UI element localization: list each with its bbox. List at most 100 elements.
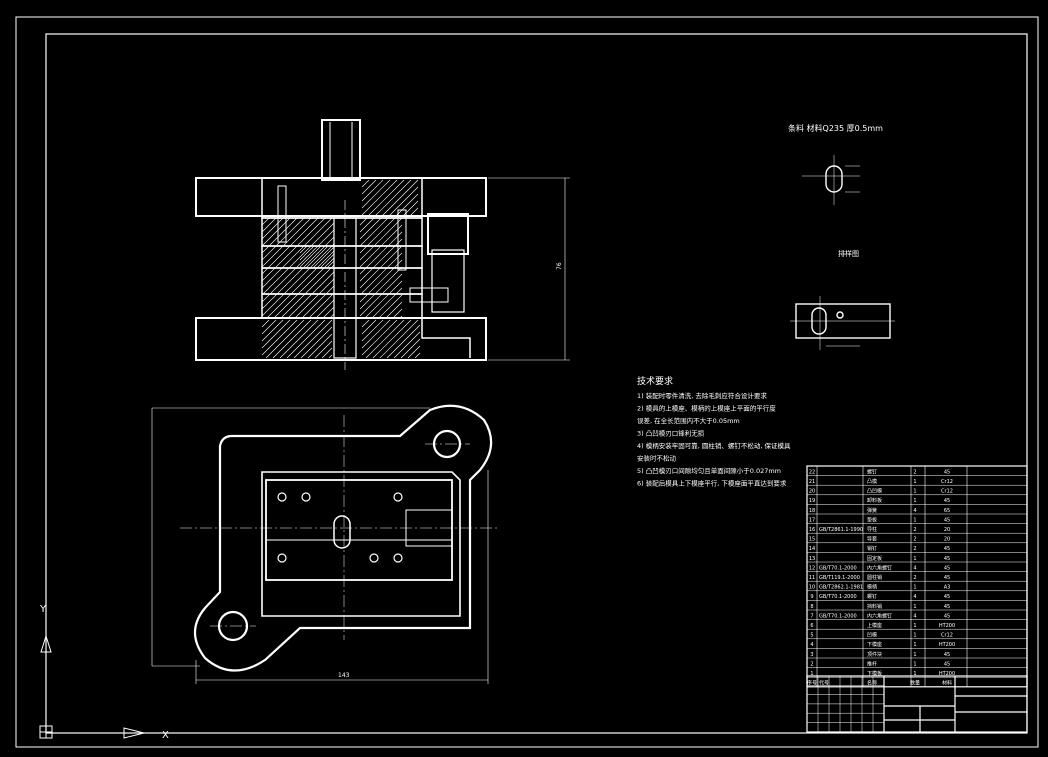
bom-cell-qty: 数量 — [910, 680, 920, 687]
bom-cell-name: 圆柱销 — [867, 574, 882, 581]
section-hatching — [261, 179, 421, 359]
hatch-line — [261, 217, 284, 240]
bom-cell-mat: HT200 — [939, 642, 955, 648]
hatch-line — [329, 313, 335, 319]
top-view-dimensions — [151, 407, 489, 684]
bom-cell-name: 内六角螺钉 — [867, 564, 892, 571]
bom-cell-mat: 45 — [944, 565, 950, 571]
hatch-line — [361, 319, 370, 328]
hatch-line — [261, 229, 335, 303]
hatch-line — [321, 347, 333, 359]
tech-requirement-line: 4) 模柄安装牢固可靠, 圆柱销、螺钉不松动, 保证模具 — [637, 441, 791, 450]
front-view-dimensions — [488, 177, 570, 361]
hatch-line — [299, 245, 308, 254]
bom-cell-qty: 1 — [913, 489, 916, 495]
bom-cell-mat: HT200 — [939, 671, 955, 677]
bom-cell-mat: 45 — [944, 594, 950, 600]
bom-cell-no: 5 — [810, 633, 813, 639]
tech-requirement-line: 1) 装配时零件清洗, 去除毛刺应符合设计要求 — [637, 391, 767, 400]
hatch-line — [261, 217, 298, 254]
bom-cell-name: 模柄 — [867, 584, 877, 591]
hatch-line — [286, 319, 326, 359]
bom-cell-name: 凹模 — [867, 632, 877, 639]
bom-cell-no: 3 — [810, 652, 813, 658]
hatch-line — [261, 217, 305, 261]
hatch-line — [371, 287, 403, 319]
tech-requirements-title: 技术要求 — [637, 375, 673, 387]
hatch-line — [359, 231, 403, 275]
hatch-line — [266, 250, 335, 319]
hatch-line — [359, 217, 382, 240]
bom-cell-name: 顶件块 — [867, 651, 882, 658]
strip-material-note: 条料 材料Q235 厚0.5mm — [788, 123, 883, 133]
bom-cell-name: 垫板 — [867, 516, 877, 523]
bom-cell-mat: Cr12 — [941, 479, 953, 485]
hatch-line — [374, 179, 412, 217]
hatch-line — [293, 319, 333, 359]
bom-cell-no: 16 — [809, 527, 815, 533]
hatch-line — [416, 214, 419, 217]
hatch-line — [261, 217, 319, 275]
hatch-line — [261, 217, 326, 282]
bom-cell-name: 螺钉 — [867, 468, 877, 475]
bom-cell-qty: 2 — [913, 575, 916, 581]
sheet-outer-border — [15, 16, 1039, 748]
hatch-line — [361, 319, 377, 335]
hatch-line — [308, 292, 335, 319]
hatch-line — [359, 245, 403, 289]
bom-cell-qty: 1 — [913, 652, 916, 658]
front-height-dimension: 76 — [556, 262, 563, 270]
bom-cell-mat: A3 — [944, 585, 951, 591]
bom-cell-qty: 1 — [913, 479, 916, 485]
hatch-line — [414, 352, 421, 359]
bom-cell-std: GB/T2862.1-1981 — [819, 585, 863, 591]
bom-cell-no: 15 — [809, 537, 815, 543]
bom-cell-no: 序号 — [807, 680, 817, 687]
bom-cell-qty: 1 — [913, 556, 916, 562]
hatch-line — [359, 217, 389, 247]
hatch-line — [359, 217, 368, 226]
bom-cell-std: 代号 — [819, 680, 829, 687]
bom-cell-std: GB/T70.1-2000 — [819, 565, 857, 571]
hatch-line — [359, 217, 396, 254]
bom-cell-mat: 45 — [944, 604, 950, 610]
bom-cell-mat: 45 — [944, 517, 950, 523]
hatch-line — [261, 319, 270, 328]
bom-cell-std: GB/T70.1-2000 — [819, 613, 857, 619]
hatch-line — [315, 299, 335, 319]
hatch-line — [361, 319, 384, 342]
hatch-line — [272, 319, 312, 359]
hatch-line — [359, 217, 375, 233]
bom-cell-no: 13 — [809, 556, 815, 562]
hatch-line — [364, 280, 403, 319]
bom-cell-qty: 4 — [913, 594, 916, 600]
bom-cell-std: GB/T119.1-2000 — [819, 575, 860, 581]
ucs-icon[interactable] — [39, 634, 145, 739]
bom-cell-no: 12 — [809, 565, 815, 571]
hatch-line — [322, 306, 335, 319]
tech-requirement-line: 3) 凸凹模刃口锋利无损 — [637, 429, 705, 438]
bom-cell-mat: 45 — [944, 498, 950, 504]
hatch-line — [314, 340, 333, 359]
bom-cell-name: 销钉 — [867, 545, 877, 552]
bom-cell-name: 推杆 — [867, 660, 877, 667]
bom-cell-no: 18 — [809, 508, 815, 514]
bom-cell-name: 螺钉 — [867, 593, 877, 600]
bom-cell-name: 导柱 — [867, 526, 877, 533]
bom-cell-no: 14 — [809, 546, 815, 552]
hatch-line — [407, 345, 421, 359]
hatch-line — [378, 294, 403, 319]
hatch-line — [305, 245, 329, 269]
top-view-centerlines — [180, 415, 500, 640]
strip-layout-drawing — [790, 296, 895, 350]
hatch-line — [307, 333, 333, 359]
bom-cell-no: 9 — [810, 594, 813, 600]
bom-cell-qty: 1 — [913, 604, 916, 610]
bom-cell-no: 1 — [810, 671, 813, 677]
hatch-line — [359, 238, 403, 282]
bom-cell-mat: 45 — [944, 652, 950, 658]
hatch-line — [385, 301, 403, 319]
